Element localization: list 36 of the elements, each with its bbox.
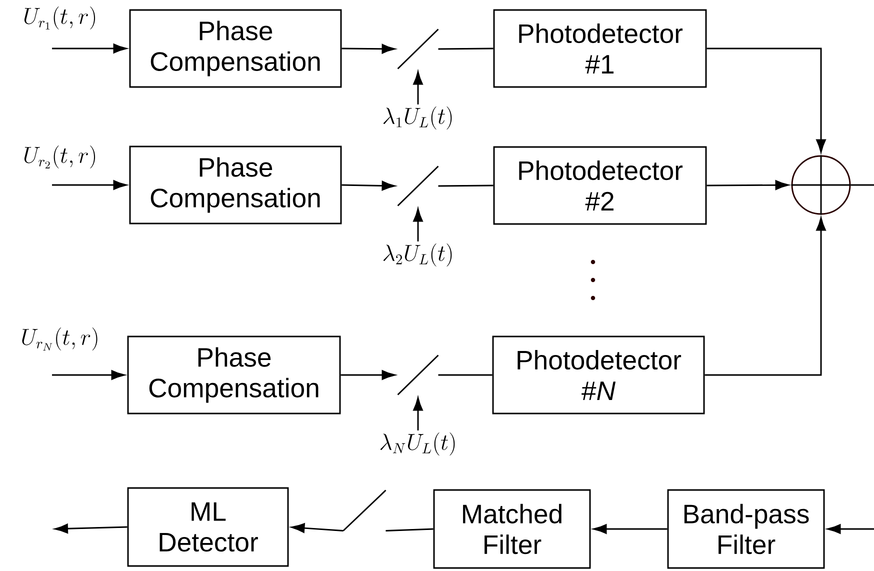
signal-label: $\lambda_1 U_L(t)$ [383, 106, 452, 130]
process-box: ML Detector [127, 487, 289, 567]
arrow [340, 370, 396, 380]
arrow [54, 524, 128, 534]
arrow [291, 523, 344, 533]
arrow [52, 370, 125, 380]
arrow [413, 71, 423, 104]
switch-symbol [397, 28, 439, 70]
arrow [52, 44, 127, 54]
switch-symbol [397, 166, 439, 206]
process-box: Photodetector #N [492, 336, 705, 414]
arrow [704, 217, 826, 376]
summing-junction [791, 155, 851, 215]
arrow [342, 44, 396, 54]
arrow [706, 48, 826, 153]
arrow [827, 524, 874, 534]
process-box: Matched Filter [433, 489, 591, 569]
switch-symbol [397, 354, 439, 396]
process-box: Phase Compensation [129, 9, 342, 88]
signal-label: $U_{r_2}(t,r)$ [24, 146, 96, 169]
process-box: Photodetector #1 [493, 9, 707, 88]
signal-label: $U_{r_1}(t,r)$ [24, 6, 96, 30]
arrow [413, 397, 423, 430]
signal-label: $\lambda_N U_L(t)$ [380, 432, 455, 456]
signal-label: $\lambda_2 U_L(t)$ [383, 244, 452, 267]
arrow [706, 180, 789, 190]
arrow [342, 180, 396, 191]
arrow [52, 180, 127, 190]
switch-symbol [342, 490, 386, 532]
signal-label: $U_{r_N}(t,r)$ [22, 328, 98, 351]
arrow [593, 524, 668, 534]
process-box: Band-pass Filter [667, 489, 825, 569]
process-box: Phase Compensation [129, 146, 342, 224]
process-box: Phase Compensation [127, 336, 341, 414]
arrow [413, 208, 423, 242]
process-box: Photodetector #2 [493, 146, 707, 225]
